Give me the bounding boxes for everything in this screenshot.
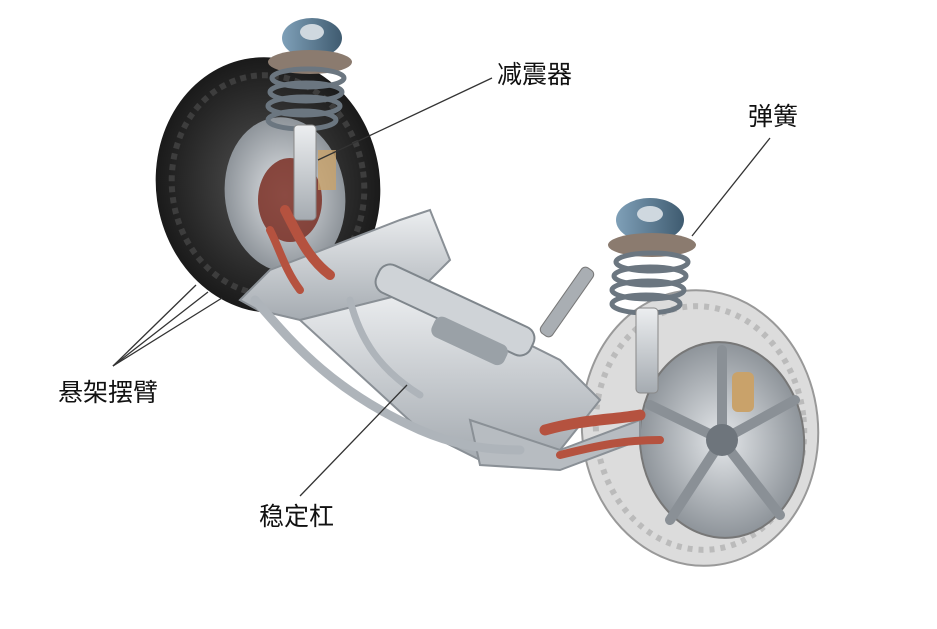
label-spring: 弹簧 bbox=[748, 102, 799, 131]
right-strut bbox=[608, 198, 696, 394]
right-coil-spring bbox=[609, 250, 691, 316]
leader-line-arm-3 bbox=[112, 297, 223, 367]
leader-line-arm-1 bbox=[112, 284, 197, 367]
label-shock-absorber: 减震器 bbox=[497, 60, 573, 89]
left-shock-body bbox=[293, 124, 317, 221]
leader-line-shock bbox=[317, 77, 493, 161]
stabilizer-bar-shape bbox=[250, 295, 525, 455]
label-stabilizer-bar: 稳定杠 bbox=[259, 502, 335, 531]
right-shock-body bbox=[635, 307, 659, 394]
right-wheel bbox=[580, 289, 820, 567]
control-arms bbox=[266, 205, 664, 459]
steering-rack bbox=[374, 263, 595, 366]
leader-lines bbox=[112, 77, 771, 497]
leader-line-arm-2 bbox=[112, 291, 209, 367]
leader-line-spring bbox=[691, 137, 771, 237]
left-strut bbox=[265, 18, 352, 221]
leader-line-bar bbox=[299, 384, 408, 497]
label-control-arm: 悬架摆臂 bbox=[58, 378, 159, 407]
